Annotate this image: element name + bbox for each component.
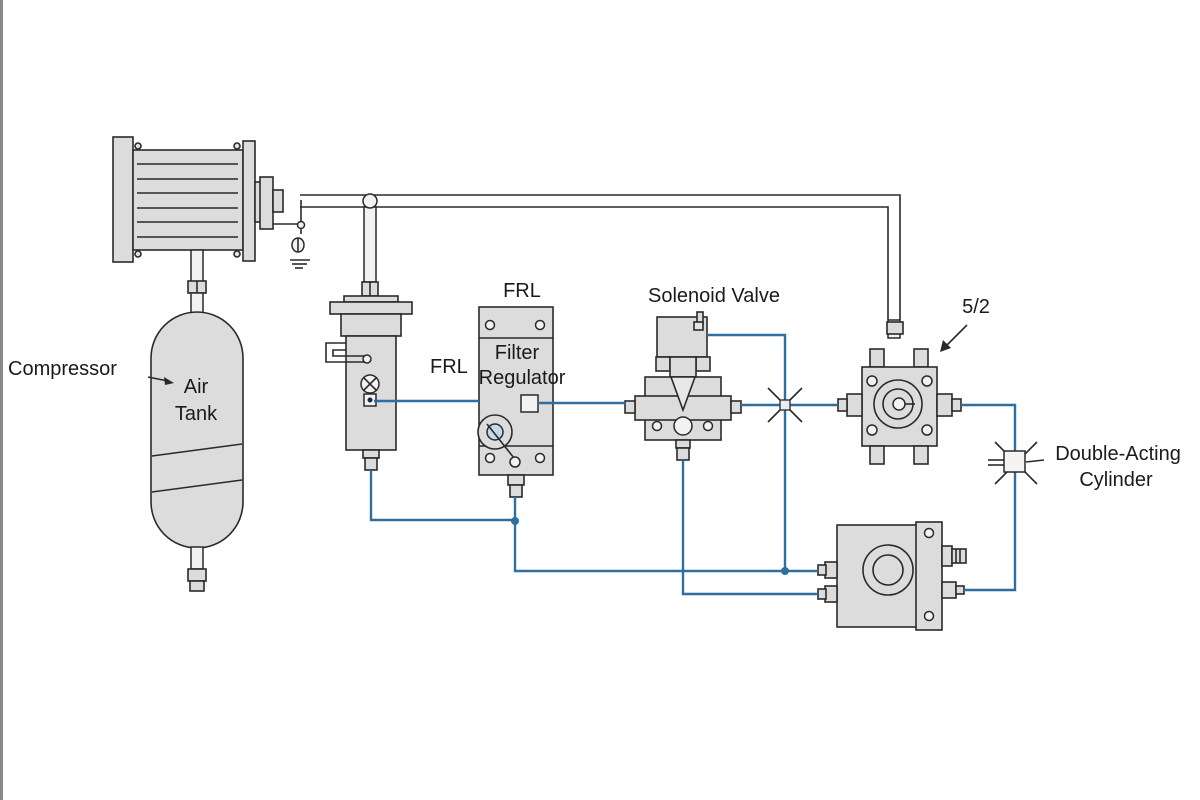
double-acting-cylinder — [988, 441, 1045, 485]
cylinder-label-2: Cylinder — [1079, 469, 1153, 491]
solenoid-valve — [624, 311, 742, 461]
valve-type-label: 5/2 — [962, 296, 990, 318]
valve-type-arrow — [940, 324, 968, 352]
actuator-block — [817, 521, 967, 631]
main-supply-pipe — [300, 194, 901, 320]
blue-air-lines — [369, 333, 1017, 596]
frl-top-label: FRL — [503, 280, 541, 302]
line-junction-symbol — [767, 387, 803, 423]
cylinder-label-1: Double-Acting — [1055, 443, 1181, 465]
filter-regulator: Filter Regulator — [477, 306, 566, 498]
compressor-motor — [112, 136, 306, 263]
air-tank: Air Tank — [150, 311, 244, 592]
directional-valve-5-2 — [837, 319, 962, 465]
air-tank-label-2: Tank — [175, 403, 218, 425]
regulator-label: Regulator — [479, 367, 566, 389]
frl-side-label: FRL — [430, 356, 468, 378]
frl-filter — [325, 295, 413, 471]
compressor-label-arrow — [147, 376, 174, 385]
compressor-label: Compressor — [8, 358, 117, 380]
air-tank-label-1: Air — [184, 376, 209, 398]
compressor-tank-pipe — [187, 249, 207, 314]
solenoid-valve-label: Solenoid Valve — [648, 285, 780, 307]
filter-label: Filter — [495, 342, 540, 364]
ground-symbol-icon — [290, 237, 310, 269]
frl-drop-pipe — [361, 193, 379, 297]
frame-left-border — [0, 0, 3, 800]
